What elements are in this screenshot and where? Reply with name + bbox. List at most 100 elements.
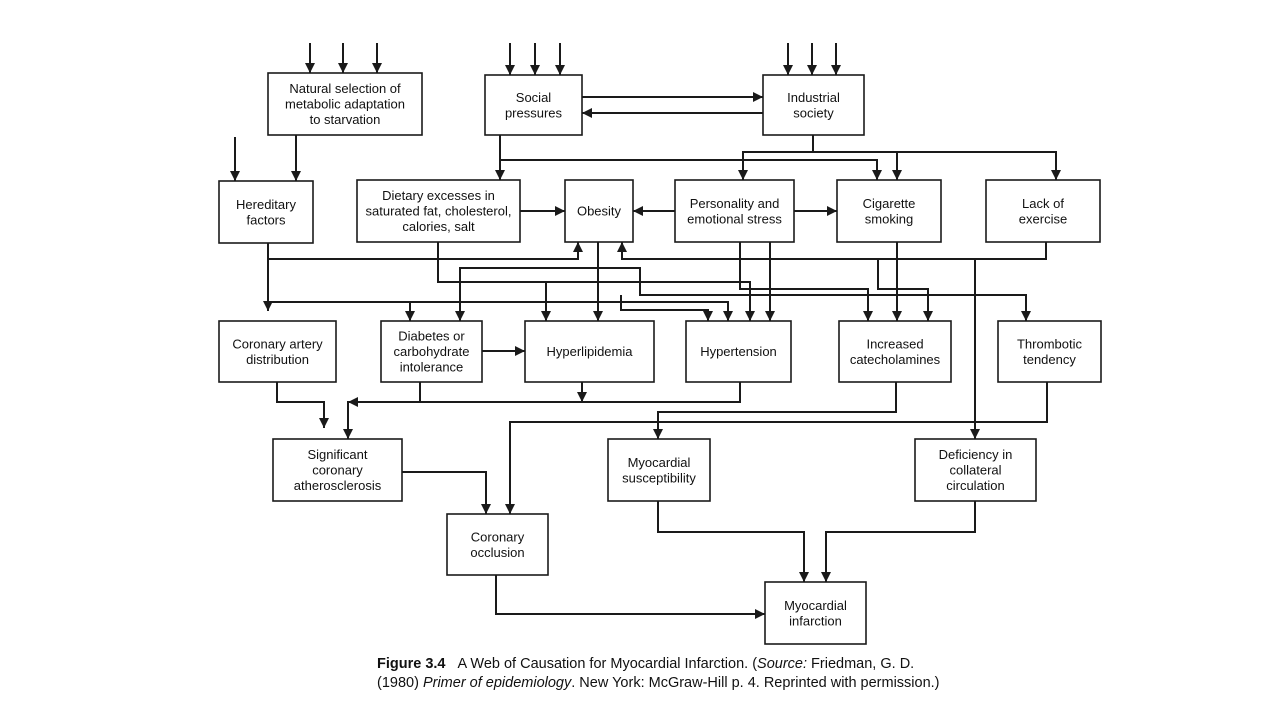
node-label-line: Coronary (471, 529, 525, 544)
node-label-line: pressures (505, 105, 563, 120)
edge-hypertension-to-significant-atherosclerosis (348, 382, 741, 407)
node-label-line: susceptibility (622, 470, 696, 485)
node-hyperlipidemia: Hyperlipidemia (524, 320, 655, 383)
node-label-line: Cigarette (863, 196, 916, 211)
node-label-line: catecholamines (850, 352, 941, 367)
edge-hereditary-factors-to-hypertension (268, 301, 733, 321)
node-label-line: intolerance (400, 360, 464, 375)
node-label-line: tendency (1023, 352, 1076, 367)
edge-industrial-society-to-lack-of-exercise (813, 151, 1061, 180)
node-box (218, 320, 337, 383)
node-label-line: Hypertension (700, 344, 777, 359)
node-hypertension: Hypertension (685, 320, 792, 383)
node-box (484, 74, 583, 136)
node-label-line: emotional stress (687, 211, 782, 226)
edge-industrial-society-to-cigarette-smoking (813, 151, 902, 180)
node-label-line: factors (246, 212, 286, 227)
node-box (985, 179, 1101, 243)
edge-coronary-artery-distribution-to-significant-atherosclerosis (276, 382, 329, 428)
caption-text-2: Friedman, G. D. (1980) (377, 656, 915, 691)
edges-layer (230, 43, 1061, 619)
edge-personality-stress-to-increased-catecholamines (739, 242, 873, 321)
node-label-line: Natural selection of (289, 81, 401, 96)
node-obesity: Obesity (564, 179, 634, 243)
node-label-line: smoking (865, 211, 913, 226)
edge-increased-catecholamines-to-myocardial-susceptibility (653, 382, 897, 439)
node-box (836, 179, 942, 243)
edge-hereditary-factors-to-diabetes (268, 301, 415, 321)
node-label-line: carbohydrate (394, 344, 470, 359)
node-box (380, 320, 483, 383)
node-box (356, 179, 521, 243)
node-box (764, 581, 867, 645)
node-label-line: Diabetes or (398, 329, 465, 344)
node-label-line: atherosclerosis (294, 478, 382, 493)
edge-thrombotic-tendency-to-coronary-occlusion (505, 382, 1048, 514)
node-box (685, 320, 792, 383)
edge-dietary-excesses-to-hyperlipidemia (437, 242, 551, 321)
edge-industrial-society-to-personality-stress (738, 135, 814, 180)
node-label-line: to starvation (310, 112, 381, 127)
caption-text-3: . New York: McGraw-Hill p. 4. Reprinted … (571, 675, 940, 691)
node-label-line: Hyperlipidemia (547, 344, 634, 359)
edge-myocardial-susceptibility-to-myocardial-infarction (657, 501, 809, 582)
edge-hereditary-factors-to-obesity (268, 242, 583, 260)
node-label-line: collateral (949, 463, 1001, 478)
node-box (838, 320, 952, 383)
edge-significant-atherosclerosis-to-coronary-occlusion (402, 471, 491, 514)
node-label-line: Myocardial (628, 455, 691, 470)
node-label-line: Hereditary (236, 197, 296, 212)
edge-lack-of-exercise-to-obesity (617, 242, 1046, 260)
edge-dietary-excesses-to-hypertension (546, 281, 755, 321)
edge-collateral-deficiency-to-myocardial-infarction (821, 501, 976, 582)
node-box (267, 72, 423, 136)
node-box (997, 320, 1102, 383)
edge-obesity-to-thrombotic-tendency (598, 267, 1031, 321)
node-box (218, 180, 314, 244)
node-label-line: occlusion (470, 545, 524, 560)
node-box (674, 179, 795, 243)
caption-book-title: Primer of epidemiology (422, 675, 572, 691)
edge-social-pressures-to-cigarette-smoking (500, 159, 882, 180)
node-label-line: Significant (308, 447, 368, 462)
node-label-line: metabolic adaptation (285, 97, 405, 112)
node-label-line: exercise (1019, 211, 1067, 226)
caption-source-label: Source: (757, 656, 808, 672)
node-label-line: circulation (946, 478, 1005, 493)
node-box (607, 438, 711, 502)
edge-diabetes-to-significant-atherosclerosis (343, 382, 421, 439)
node-label-line: calories, salt (402, 219, 475, 234)
edge-obesity-to-hypertension (620, 295, 713, 321)
node-label-line: Industrial (787, 90, 840, 105)
node-box (564, 179, 634, 243)
node-label-line: coronary (312, 463, 363, 478)
node-box (446, 513, 549, 576)
caption-label: Figure 3.4 (377, 656, 446, 672)
node-label-line: Thrombotic (1017, 336, 1083, 351)
node-label-line: Myocardial (784, 598, 847, 613)
node-box (524, 320, 655, 383)
node-box (272, 438, 403, 502)
node-label-line: Obesity (577, 204, 622, 219)
node-label-line: saturated fat, cholesterol, (366, 204, 512, 219)
node-label-line: Deficiency in (939, 447, 1013, 462)
node-label-line: Increased (866, 336, 923, 351)
edge-lack-of-exercise-to-hyperlipidemia (877, 242, 1047, 321)
